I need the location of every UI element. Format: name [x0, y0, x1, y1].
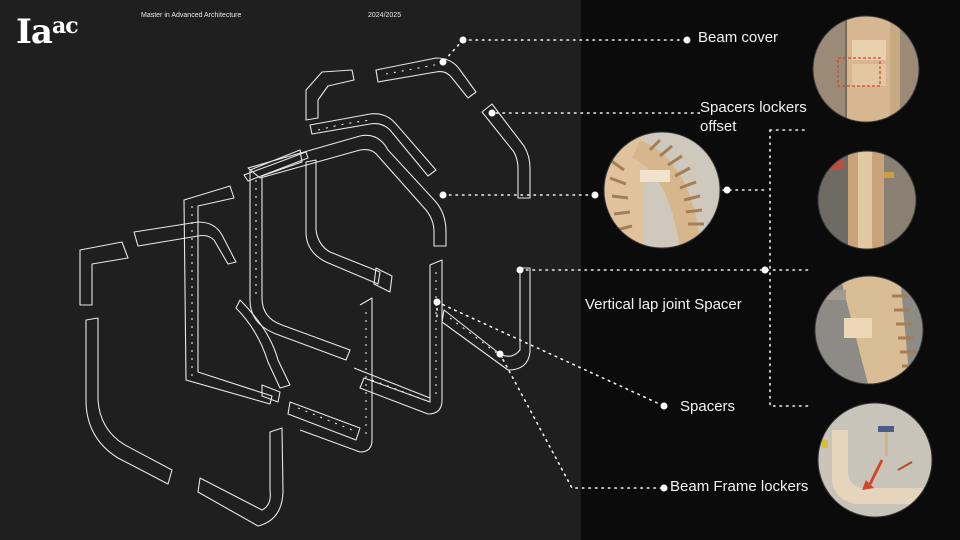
- label-beam-cover: Beam cover: [698, 29, 779, 46]
- iaac-logo: Iaac: [16, 6, 79, 52]
- leader-dots: [433, 36, 769, 492]
- label-spacers-lockers-line2: offset: [700, 118, 737, 135]
- beam-cover-part: [305, 57, 477, 121]
- photo-frame-locker-tools: [818, 403, 932, 517]
- beam-frame-part: [133, 185, 291, 405]
- label-spacers-lockers-line1: Spacers lockers: [700, 99, 807, 116]
- right-spacer-parts: [441, 103, 531, 371]
- logo-main: Ia: [16, 12, 53, 52]
- label-spacers: Spacers: [680, 398, 736, 415]
- academic-year: 2024/2025: [368, 12, 402, 19]
- label-beam-frame-lockers: Beam Frame lockers: [670, 478, 809, 495]
- photo-beam-cover: [813, 16, 919, 122]
- program-title: Master in Advanced Architecture: [141, 12, 242, 19]
- outer-frame-part: [79, 241, 284, 527]
- spacer-frame-part: [243, 149, 373, 453]
- central-frame-part: [247, 113, 447, 415]
- photo-lap-joint: [815, 276, 923, 384]
- diagram-panel: [0, 0, 581, 540]
- photo-spacers-lockers: [604, 132, 720, 248]
- photo-slot-detail: [818, 151, 916, 249]
- label-vertical-lap-joint: Vertical lap joint Spacer: [585, 296, 742, 313]
- logo-sup: ac: [51, 13, 79, 39]
